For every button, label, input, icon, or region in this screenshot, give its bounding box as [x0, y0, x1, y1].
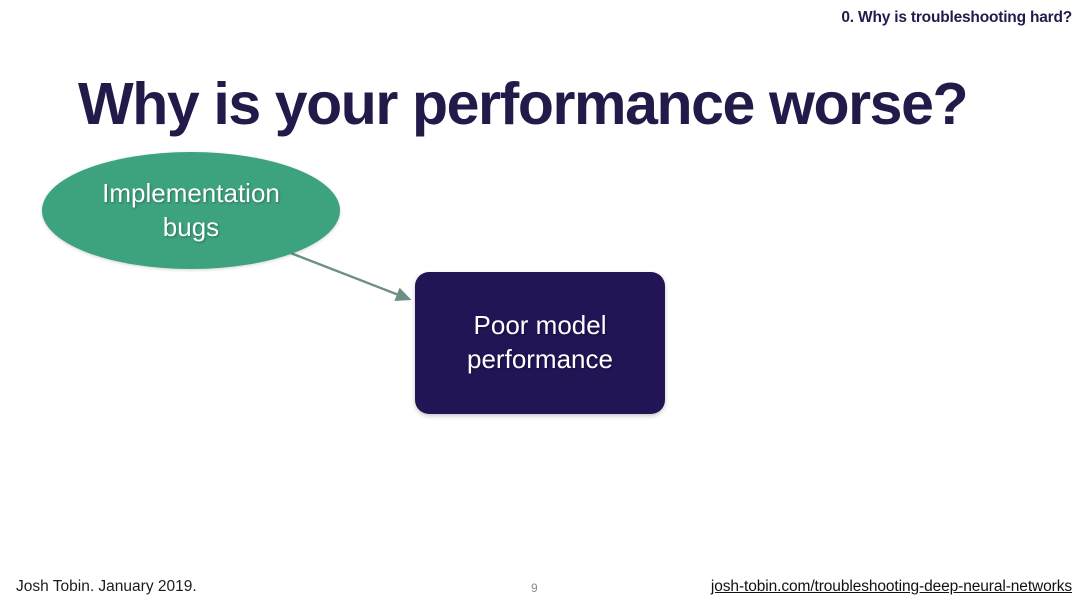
- node-label-line-1: Implementation: [102, 178, 280, 209]
- node-label-line-2: performance: [467, 344, 613, 374]
- node-label-line-1: Poor model: [473, 310, 607, 341]
- node-label-poor-model-performance: Poor model performance: [453, 309, 627, 377]
- node-label-implementation-bugs: Implementation bugs: [80, 177, 302, 244]
- footer-link[interactable]: josh-tobin.com/troubleshooting-deep-neur…: [710, 578, 1072, 595]
- node-poor-model-performance[interactable]: Poor model performance: [415, 272, 665, 414]
- footer-page-number: 9: [531, 581, 538, 595]
- edge-bugs-to-performance: [287, 250, 412, 302]
- node-label-line-2: bugs: [162, 211, 220, 242]
- node-implementation-bugs[interactable]: Implementation bugs: [42, 152, 340, 269]
- section-header: 0. Why is troubleshooting hard?: [841, 9, 1072, 26]
- footer-author: Josh Tobin. January 2019.: [16, 578, 197, 595]
- page-title: Why is your performance worse?: [78, 70, 969, 137]
